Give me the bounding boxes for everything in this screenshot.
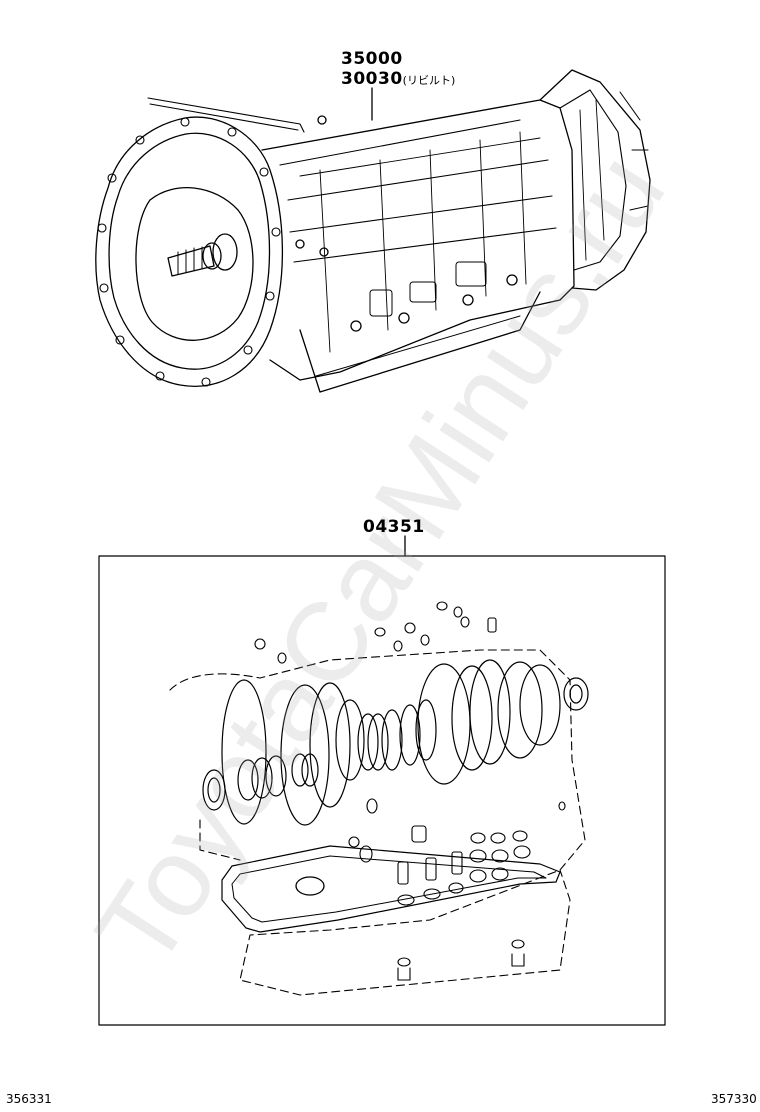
rebuilt-note: (リビルト) — [402, 74, 456, 87]
part-number-rebuilt[interactable]: 30030(リビルト) — [341, 71, 455, 88]
gasket-kit-drawing — [98, 535, 666, 1026]
footer-left-code: 356331 — [6, 1092, 52, 1106]
part-number-rebuilt-code[interactable]: 30030 — [341, 69, 403, 89]
part-number-assembly[interactable]: 35000 — [341, 49, 403, 69]
transmission-drawing — [95, 69, 651, 393]
part-number-gasket-kit[interactable]: 04351 — [363, 517, 425, 537]
footer-right-code: 357330 — [711, 1092, 757, 1106]
